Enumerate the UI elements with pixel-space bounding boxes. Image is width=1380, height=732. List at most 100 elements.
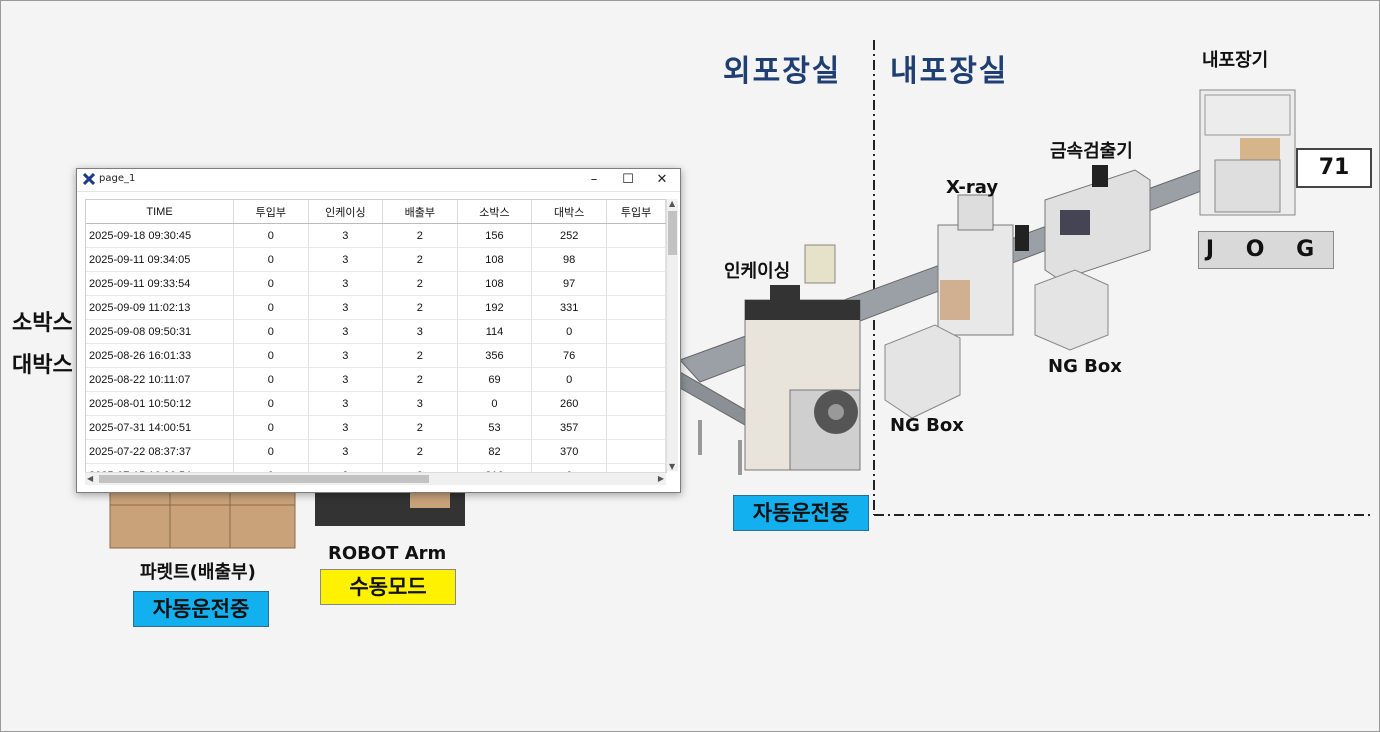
inner-packing-title: 내포장실 [890,54,1009,89]
metal-detector-machine [1044,165,1151,281]
value-cell [606,391,666,416]
value-cell: 76 [531,343,608,368]
column-header[interactable]: 대박스 [531,200,608,224]
ng-box-label-2: NG Box [890,415,964,436]
scroll-right-icon[interactable]: ▶ [657,474,664,483]
value-cell: 2 [382,367,458,392]
table-header-row: TIME 투입부 인케이싱 배출부 소박스 대박스 투입부 [86,200,666,224]
value-cell: 3 [308,391,384,416]
vertical-scrollbar[interactable]: ▲ ▼ [666,199,678,471]
window-title: page_1 [99,173,136,184]
value-cell: 252 [531,223,608,248]
horizontal-scroll-thumb[interactable] [99,475,429,483]
value-cell: 3 [382,391,458,416]
close-icon[interactable]: ✕ [656,172,668,187]
value-cell: 98 [531,247,608,272]
value-cell [606,343,666,368]
casing-machine [744,244,861,471]
time-cell: 2025-07-31 14:00:51 [86,415,235,440]
value-cell: 0 [531,463,608,472]
value-cell: 3 [308,463,384,472]
value-cell: 0 [233,247,309,272]
column-header[interactable]: 배출부 [382,200,458,224]
value-cell: 0 [531,319,608,344]
time-cell: 2025-07-15 16:26:54 [86,463,235,472]
outer-packing-title: 외포장실 [723,54,842,89]
value-cell: 192 [457,295,533,320]
column-header[interactable]: 투입부 [233,200,309,224]
value-cell: 216 [457,463,533,472]
value-cell: 260 [531,391,608,416]
value-cell: 0 [457,391,533,416]
small-box-label: 소박스 [12,311,73,336]
value-cell: 3 [308,319,384,344]
large-box-label: 대박스 [12,353,73,378]
value-cell: 2 [382,415,458,440]
value-cell: 3 [308,415,384,440]
value-cell: 0 [233,439,309,464]
column-header[interactable]: 투입부 [606,200,666,224]
value-cell: 2 [382,223,458,248]
value-cell [606,271,666,296]
inner-packer-label: 내포장기 [1202,50,1269,71]
minimize-icon[interactable]: – [590,172,598,187]
log-window[interactable]: page_1 – ☐ ✕ TIME 투입부 인케이싱 배출부 소박스 대박스 투… [76,168,681,493]
value-cell: 3 [308,247,384,272]
value-cell: 3 [308,223,384,248]
window-titlebar[interactable]: page_1 – ☐ ✕ [77,169,680,192]
horizontal-scrollbar[interactable]: ◀ ▶ [85,472,666,485]
value-cell: 0 [233,415,309,440]
value-cell: 0 [233,271,309,296]
value-cell [606,247,666,272]
maximize-icon[interactable]: ☐ [622,172,634,187]
value-cell: 2 [382,343,458,368]
time-cell: 2025-09-11 09:33:54 [86,271,235,296]
value-cell [606,295,666,320]
value-cell: 356 [457,343,533,368]
value-cell: 3 [308,439,384,464]
value-cell: 156 [457,223,533,248]
production-counter: 71 [1296,148,1372,188]
value-cell: 2 [382,295,458,320]
scroll-left-icon[interactable]: ◀ [87,474,94,483]
casing-status: 자동운전중 [733,495,869,531]
value-cell: 331 [531,295,608,320]
vertical-scroll-thumb[interactable] [668,211,677,255]
xray-label: X-ray [946,177,999,198]
time-cell: 2025-08-22 10:11:07 [86,367,235,392]
scroll-up-icon[interactable]: ▲ [669,199,676,208]
value-cell: 108 [457,271,533,296]
value-cell [606,319,666,344]
value-cell: 69 [457,367,533,392]
column-header[interactable]: TIME [86,200,235,224]
time-cell: 2025-07-22 08:37:37 [86,439,235,464]
scroll-down-icon[interactable]: ▼ [669,462,676,471]
value-cell: 3 [308,367,384,392]
value-cell [606,415,666,440]
value-cell: 0 [531,367,608,392]
time-cell: 2025-08-01 10:50:12 [86,391,235,416]
log-table: TIME 투입부 인케이싱 배출부 소박스 대박스 투입부 2025-09-18… [86,200,666,472]
value-cell: 0 [233,463,309,472]
value-cell: 114 [457,319,533,344]
column-header[interactable]: 인케이싱 [308,200,384,224]
time-cell: 2025-09-08 09:50:31 [86,319,235,344]
jog-button[interactable]: J O G [1198,231,1334,269]
column-header[interactable]: 소박스 [457,200,533,224]
table-row[interactable]: 2025-07-15 16:26:540322160 [86,463,666,472]
time-cell: 2025-09-09 11:02:13 [86,295,235,320]
xray-machine [937,194,1029,336]
pallet-status: 자동운전중 [133,591,269,627]
log-table-container[interactable]: TIME 투입부 인케이싱 배출부 소박스 대박스 투입부 2025-09-18… [85,199,667,473]
